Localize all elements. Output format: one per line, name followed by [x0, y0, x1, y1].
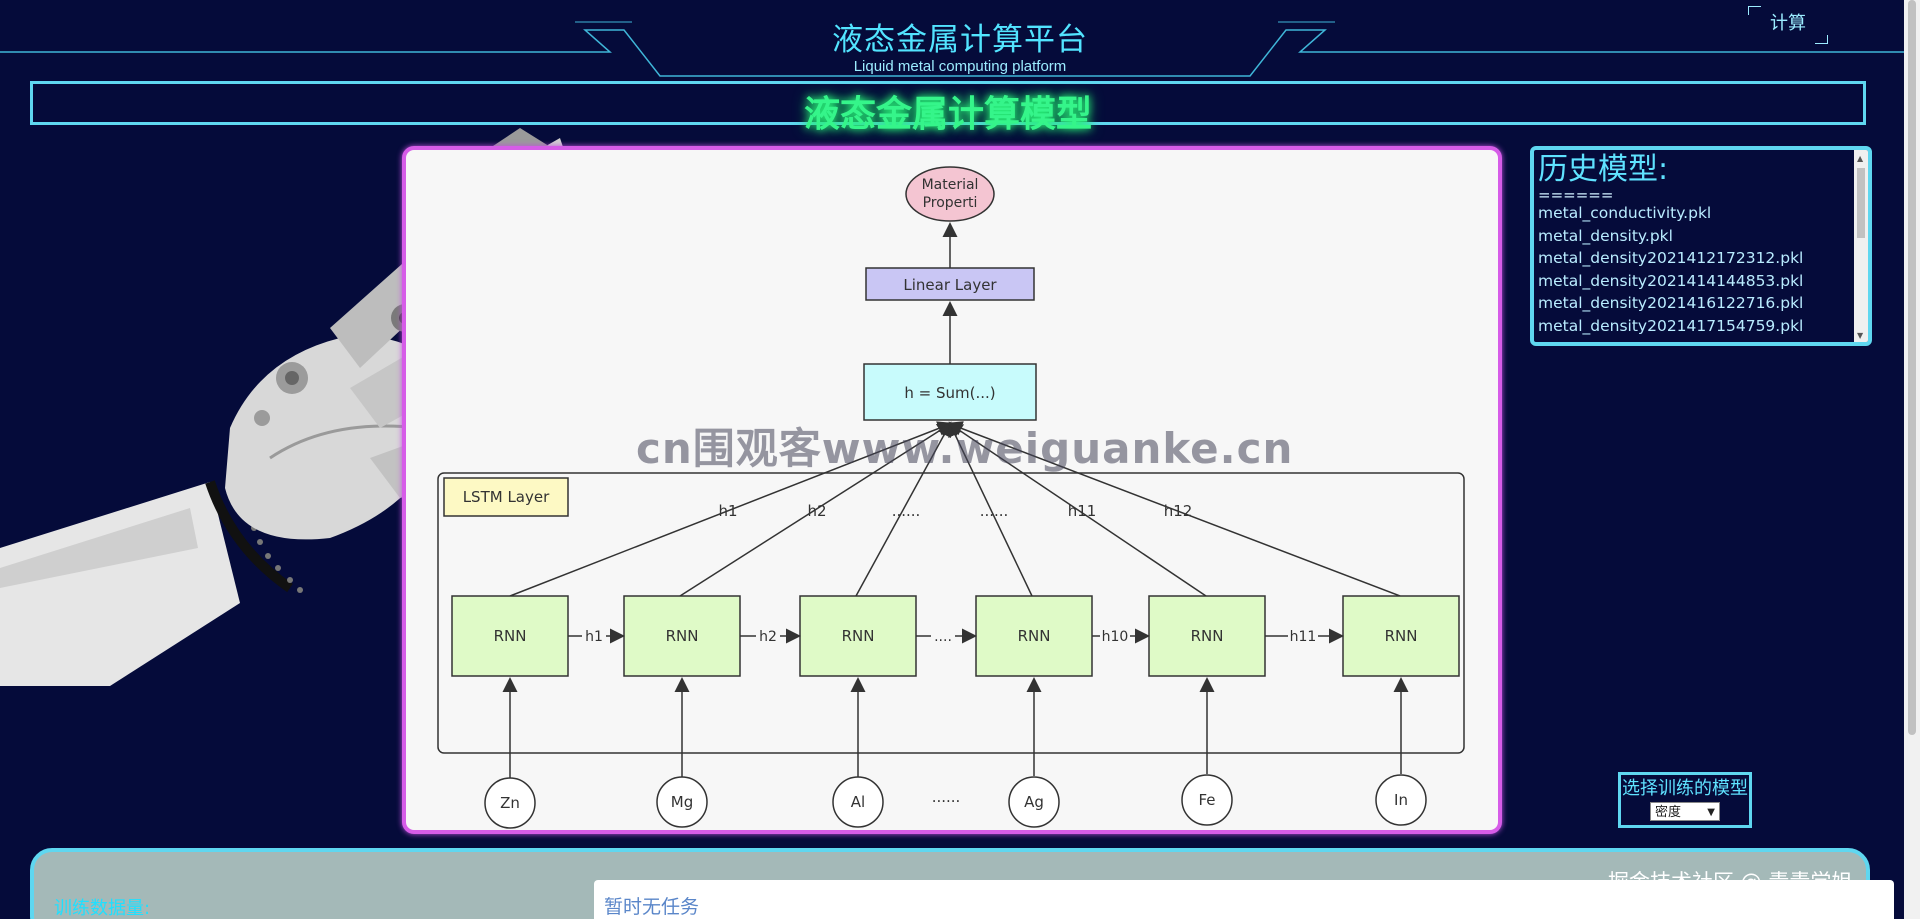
training-panel: 训练数据量: 暂时无任务: [30, 848, 1894, 919]
rnn-box: [975, 595, 1093, 677]
rnn-label: RNN: [1018, 627, 1051, 645]
task-status-text: 暂时无任务: [604, 896, 700, 918]
hidden-up-label: h12: [1164, 502, 1193, 520]
hidden-up-label: h1: [718, 502, 737, 520]
input-node-label: Ag: [1024, 793, 1044, 811]
calculate-button-label: 计算: [1770, 13, 1806, 34]
sum-node-label: h = Sum(...): [904, 384, 995, 402]
input-node: [1181, 774, 1233, 826]
hidden-chain-label: ....: [934, 629, 952, 645]
hidden-up-label: h2: [807, 502, 826, 520]
hidden-chain-label: h1: [585, 629, 603, 645]
rnn-row: [451, 595, 1460, 677]
hidden-chain-label: h10: [1102, 629, 1129, 645]
watermark-text: cn围观客www.weiguanke.cn: [636, 424, 1294, 473]
history-item[interactable]: metal_density2021416122716.pkl: [1538, 294, 1804, 312]
history-models-panel: 历史模型: ====== metal_conductivity.pkl meta…: [1530, 146, 1872, 346]
input-node-label: In: [1394, 791, 1408, 809]
scroll-up-icon[interactable]: ▲: [1857, 154, 1864, 163]
rnn-label: RNN: [1191, 627, 1224, 645]
history-item[interactable]: metal_density2021417154759.pkl: [1538, 316, 1804, 335]
rnn-label: RNN: [666, 627, 699, 645]
site-title: 液态金属计算平台: [832, 22, 1088, 58]
model-select-value: 密度: [1655, 805, 1682, 820]
lstm-diagram-svg: Material Properti Linear Layer h = Sum(.…: [437, 166, 1465, 829]
linear-layer-label: Linear Layer: [903, 276, 997, 294]
corner-decoration: [1748, 6, 1761, 15]
history-item[interactable]: metal_density.pkl: [1538, 226, 1673, 245]
hidden-chain-label: h11: [1290, 629, 1317, 645]
rnn-label: RNN: [842, 627, 875, 645]
model-select-box: 选择训练的模型 密度 ▼: [1618, 772, 1752, 828]
hidden-up-label: ......: [892, 502, 921, 520]
site-subtitle: Liquid metal computing platform: [853, 58, 1067, 75]
rnn-box: [451, 595, 569, 677]
sum-node-box: [863, 363, 1037, 421]
input-node-label: Al: [851, 793, 865, 811]
output-node-label-1: Material: [922, 177, 979, 193]
linear-layer-box: [865, 267, 1035, 301]
input-node-label: Fe: [1198, 791, 1215, 809]
input-node: [1008, 776, 1060, 828]
banner-title: 液态金属计算模型: [803, 94, 1092, 135]
task-status-box: 暂时无任务: [594, 880, 1894, 919]
output-node-label-2: Properti: [923, 195, 978, 211]
rnn-label: RNN: [1385, 627, 1418, 645]
chevron-down-icon: ▼: [1707, 807, 1715, 818]
rnn-box: [623, 595, 741, 677]
output-node: [905, 166, 995, 222]
history-divider: ======: [1538, 186, 1614, 204]
rnn-label: RNN: [494, 627, 527, 645]
model-architecture-diagram: Material Properti Linear Layer h = Sum(.…: [402, 146, 1502, 834]
rnn-box: [1342, 595, 1460, 677]
lstm-layer-label: LSTM Layer: [463, 488, 550, 506]
lstm-container: [437, 472, 1465, 754]
history-scrollbar[interactable]: ▲ ▼: [1854, 150, 1868, 342]
header: 液态金属计算平台 Liquid metal computing platform…: [0, 0, 1920, 80]
hidden-chain-label: h2: [759, 629, 777, 645]
corner-decoration: [1815, 35, 1828, 44]
page-scrollbar[interactable]: [1904, 0, 1920, 919]
rnn-box: [1148, 595, 1266, 677]
input-node: [484, 777, 536, 829]
input-node: [832, 776, 884, 828]
scroll-down-icon[interactable]: ▼: [1857, 331, 1864, 340]
calculate-button[interactable]: 计算: [1748, 6, 1828, 44]
history-item[interactable]: metal_density2021414144853.pkl: [1538, 271, 1804, 290]
model-select-label: 选择训练的模型: [1622, 778, 1748, 799]
input-node: [1375, 774, 1427, 826]
model-select-dropdown[interactable]: 密度 ▼: [1650, 802, 1720, 821]
page-scroll-thumb[interactable]: [1908, 0, 1916, 735]
lstm-layer-box: [443, 477, 569, 517]
training-data-label: 训练数据量:: [54, 898, 151, 919]
history-scroll-thumb[interactable]: [1857, 168, 1865, 238]
input-ellipsis: ......: [932, 788, 961, 806]
hidden-up-label: h11: [1068, 502, 1097, 520]
input-node: [656, 776, 708, 828]
input-node-label: Zn: [500, 794, 520, 812]
history-item[interactable]: metal_density2021412172312.pkl: [1538, 249, 1804, 267]
watermark-corner-text: 掘金技术社区 @ 青青学姐: [1608, 870, 1853, 894]
hidden-up-label: ......: [980, 502, 1009, 520]
model-banner: 液态金属计算模型: [30, 81, 1866, 135]
input-node-label: Mg: [671, 793, 693, 811]
history-item[interactable]: metal_conductivity.pkl: [1538, 204, 1712, 222]
history-title: 历史模型:: [1538, 152, 1669, 187]
header-frame: [0, 21, 1904, 77]
